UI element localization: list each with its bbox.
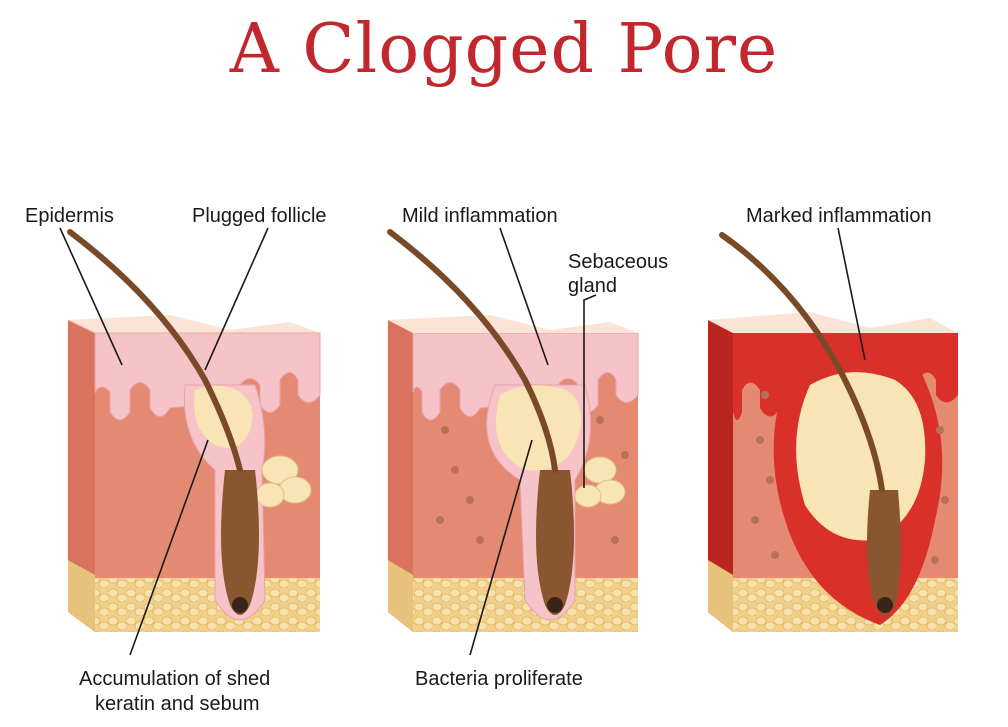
label-plugged-follicle: Plugged follicle <box>192 205 327 227</box>
label-epidermis: Epidermis <box>25 205 114 227</box>
bacteria-dots <box>751 391 949 564</box>
leader-sebaceous <box>583 294 597 488</box>
hair-bulb <box>866 490 901 615</box>
sebaceous-gland <box>574 456 626 508</box>
skin-surface <box>68 315 320 333</box>
leader-plugged-follicle <box>204 227 269 371</box>
fat-side <box>708 560 733 632</box>
keratin-plug <box>495 385 581 471</box>
sebaceous-gland <box>255 455 312 508</box>
ruptured-plug <box>796 372 926 541</box>
fat-side <box>68 560 95 632</box>
page-title: A Clogged Pore <box>229 10 779 89</box>
panel-marked-inflammation <box>708 232 958 632</box>
hair-shaft <box>387 229 558 473</box>
label-accumulation-line1: Accumulation of shed <box>79 668 270 690</box>
skin-block-side <box>68 320 95 632</box>
leader-mild-inflammation <box>499 227 549 366</box>
label-marked-inflammation: Marked inflammation <box>746 205 932 227</box>
leader-lines <box>59 227 866 656</box>
fat-layer <box>95 578 320 632</box>
skin-surface <box>708 312 958 333</box>
panel-clogged-pore <box>67 229 321 632</box>
hair-shaft <box>719 232 885 493</box>
leader-accumulation <box>129 439 209 656</box>
leader-bacteria <box>469 439 533 656</box>
skin-surface <box>388 315 638 333</box>
hair-bulb <box>221 470 259 615</box>
bacteria-dots <box>436 416 629 544</box>
fat-side <box>388 560 413 632</box>
label-sebaceous-line1: Sebaceous <box>568 251 668 273</box>
hair-bulb <box>536 470 574 615</box>
label-accumulation-line2: keratin and sebum <box>95 693 260 715</box>
label-mild-inflammation: Mild inflammation <box>402 205 558 227</box>
leader-marked-inflammation <box>837 227 866 361</box>
leader-epidermis <box>59 227 123 366</box>
skin-block-side <box>388 320 413 632</box>
skin-block-side <box>708 320 733 632</box>
label-sebaceous-line2: gland <box>568 275 617 297</box>
panel-mild-inflammation <box>387 229 639 632</box>
hair-shaft <box>67 229 243 473</box>
label-bacteria-proliferate: Bacteria proliferate <box>415 668 583 690</box>
